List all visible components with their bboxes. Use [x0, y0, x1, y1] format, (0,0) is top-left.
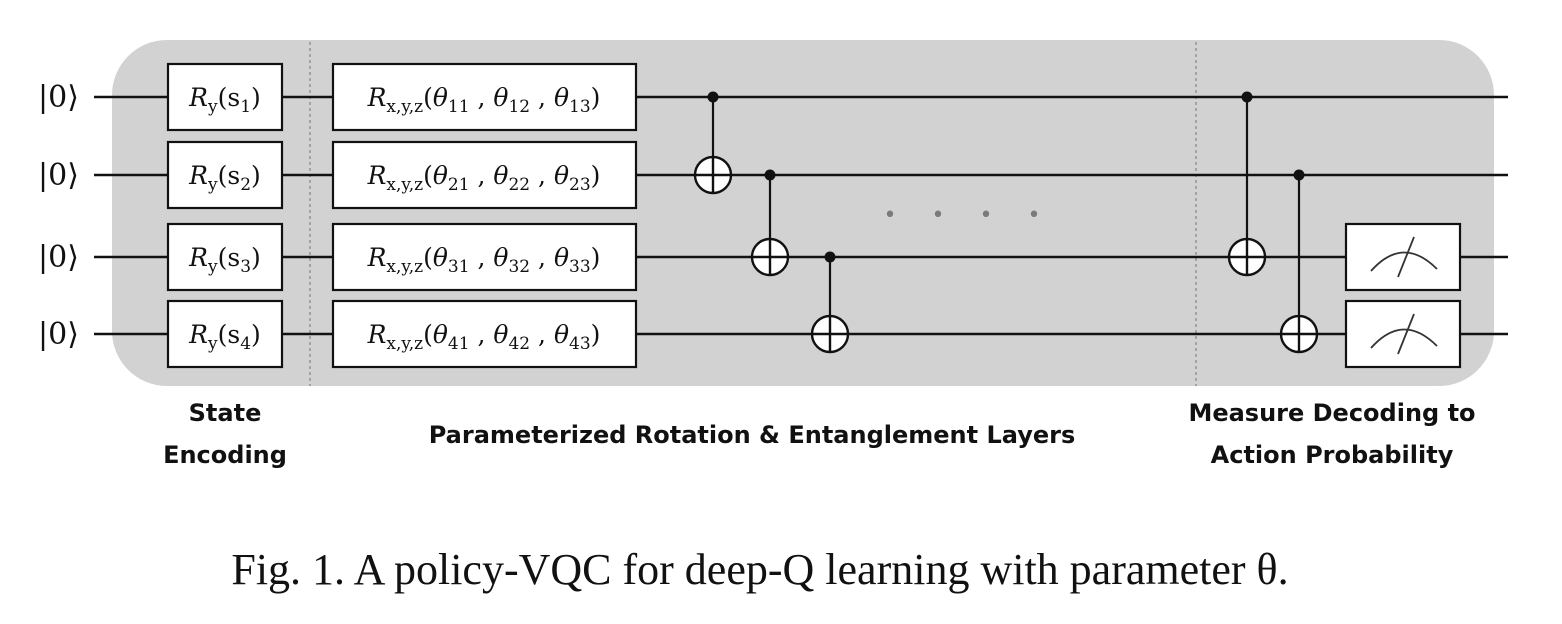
qubit-label: |0⟩ — [38, 240, 79, 275]
gate-label: Ry(s4) — [188, 320, 261, 354]
cnot-gate — [1279, 169, 1319, 354]
meter-needle — [1397, 313, 1415, 355]
gate-label: Ry(s1) — [188, 83, 261, 117]
gate-label: Rx,y,z(θ21 , θ22 , θ23) — [367, 161, 601, 195]
control-dot — [1241, 91, 1253, 103]
section-label-layers: Parameterized Rotation & Entanglement La… — [429, 421, 1076, 449]
cnot-gates — [693, 91, 1319, 354]
control-dot — [707, 91, 719, 103]
gate-label: Rx,y,z(θ41 , θ42 , θ43) — [367, 320, 601, 354]
qubit-wires — [94, 95, 1508, 336]
figure-caption: Fig. 1. A policy-VQC for deep-Q learning… — [231, 545, 1288, 594]
encoding-gate: Ry(s1) — [166, 62, 284, 132]
rotation-gate: Rx,y,z(θ11 , θ12 , θ13) — [331, 62, 638, 132]
gate-label: Rx,y,z(θ11 , θ12 , θ13) — [367, 83, 601, 117]
gate-label: Ry(s3) — [188, 243, 261, 277]
gate-label: Rx,y,z(θ31 , θ32 , θ33) — [367, 243, 601, 277]
encoding-gates: Ry(s1) Ry(s2) Ry(s3) Ry(s4) — [166, 62, 284, 369]
control-dot — [764, 169, 776, 181]
gate-box — [331, 140, 638, 210]
encoding-gate: Ry(s3) — [166, 222, 284, 292]
qubit-labels: |0⟩ |0⟩ |0⟩ |0⟩ — [38, 80, 79, 352]
cnot-gate — [1227, 91, 1267, 277]
meter-arc — [1370, 251, 1438, 272]
encoding-gate: Ry(s2) — [166, 140, 284, 210]
rotation-gate: Rx,y,z(θ41 , θ42 , θ43) — [331, 299, 638, 369]
measurement-gates — [1344, 222, 1462, 369]
control-dot — [1293, 169, 1305, 181]
meter-arc — [1370, 328, 1438, 349]
gate-box — [166, 62, 284, 132]
gate-box — [166, 222, 284, 292]
measurement-gate — [1344, 299, 1462, 369]
gate-box — [331, 62, 638, 132]
measurement-gate — [1344, 222, 1462, 292]
gate-label: Ry(s2) — [188, 161, 261, 195]
cnot-gate — [693, 91, 733, 195]
meter-box — [1344, 222, 1462, 292]
rotation-gates: Rx,y,z(θ11 , θ12 , θ13) Rx,y,z(θ21 , θ22 … — [331, 62, 638, 369]
meter-needle — [1397, 236, 1415, 278]
rotation-gate: Rx,y,z(θ31 , θ32 , θ33) — [331, 222, 638, 292]
rotation-gate: Rx,y,z(θ21 , θ22 , θ23) — [331, 140, 638, 210]
gate-box — [331, 222, 638, 292]
encoding-gate: Ry(s4) — [166, 299, 284, 369]
gate-box — [331, 299, 638, 369]
control-dot — [824, 251, 836, 263]
meter-box — [1344, 299, 1462, 369]
cnot-gate — [810, 251, 850, 354]
cnot-gate — [750, 169, 790, 277]
layer-ellipsis: • • • • — [884, 203, 1055, 228]
qubit-label: |0⟩ — [38, 158, 79, 193]
qubit-label: |0⟩ — [38, 80, 79, 115]
gate-box — [166, 299, 284, 369]
gate-box — [166, 140, 284, 210]
qubit-label: |0⟩ — [38, 317, 79, 352]
